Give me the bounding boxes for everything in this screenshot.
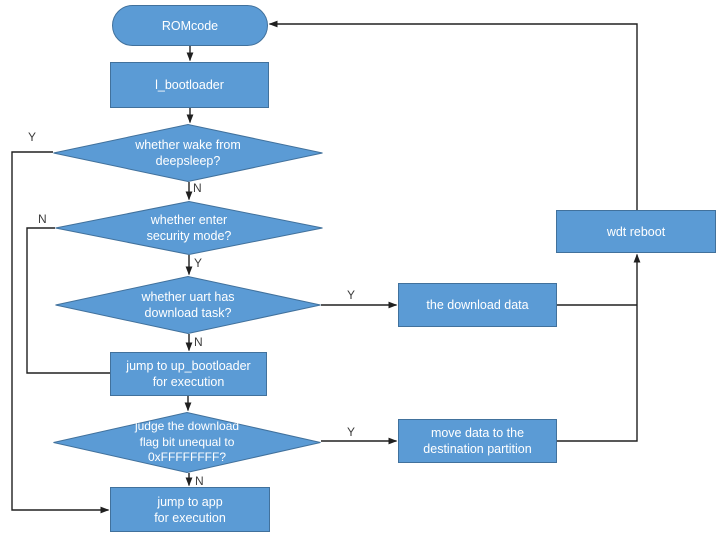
branch-label-wake-no: N [193,181,202,195]
node-jump-app-label: jump to app for execution [154,494,226,525]
node-l-bootloader: l_bootloader [110,62,269,108]
node-download-data-label: the download data [426,298,529,312]
node-wdt-reboot-label: wdt reboot [606,224,666,239]
node-jump-up-bootloader: jump to up_bootloader for execution [110,352,267,396]
decision-wake-from-deepsleep-label: whether wake from deepsleep? [135,138,241,168]
decision-uart-download-task-label: whether uart has download task? [141,290,235,320]
edge-security-upbootloader-n [26,227,110,374]
diamond-shape [55,276,321,334]
node-move-data-label: move data to the destination partition [423,426,532,456]
decision-uart-download-task: whether uart has download task? [55,276,321,334]
node-jump-up-bootloader-label: jump to up_bootloader for execution [126,359,251,389]
edge-wake-jumpapp-y [11,151,110,514]
edge-wdt-romcode [268,20,638,210]
branch-label-flag-yes: Y [347,425,356,439]
diamond-shape [55,201,323,255]
diamond-shape [53,124,323,182]
decision-security-mode: whether enter security mode? [55,201,323,255]
branch-label-uart-no: N [194,335,203,349]
branch-label-flag-no: N [195,474,204,488]
node-romcode: ROMcode [112,5,268,46]
diamond-shape [53,412,321,473]
decision-wake-from-deepsleep: whether wake from deepsleep? [53,124,323,182]
node-download-data: the download data [398,283,557,327]
decision-download-flag-label: judge the download flag bit unequal to 0… [134,419,240,465]
decision-security-mode-label: whether enter security mode? [146,213,232,243]
branch-label-security-yes: Y [194,256,203,270]
branch-label-wake-yes: Y [28,130,37,144]
node-l-bootloader-label: l_bootloader [155,78,224,92]
decision-download-flag: judge the download flag bit unequal to 0… [53,412,321,473]
node-jump-app: jump to app for execution [110,487,270,532]
node-move-data: move data to the destination partition [398,419,557,463]
node-romcode-label: ROMcode [161,18,219,33]
edge-movedata-wdt [557,253,641,442]
branch-label-uart-yes: Y [347,288,356,302]
node-wdt-reboot: wdt reboot [556,210,716,253]
branch-label-security-no: N [38,212,47,226]
